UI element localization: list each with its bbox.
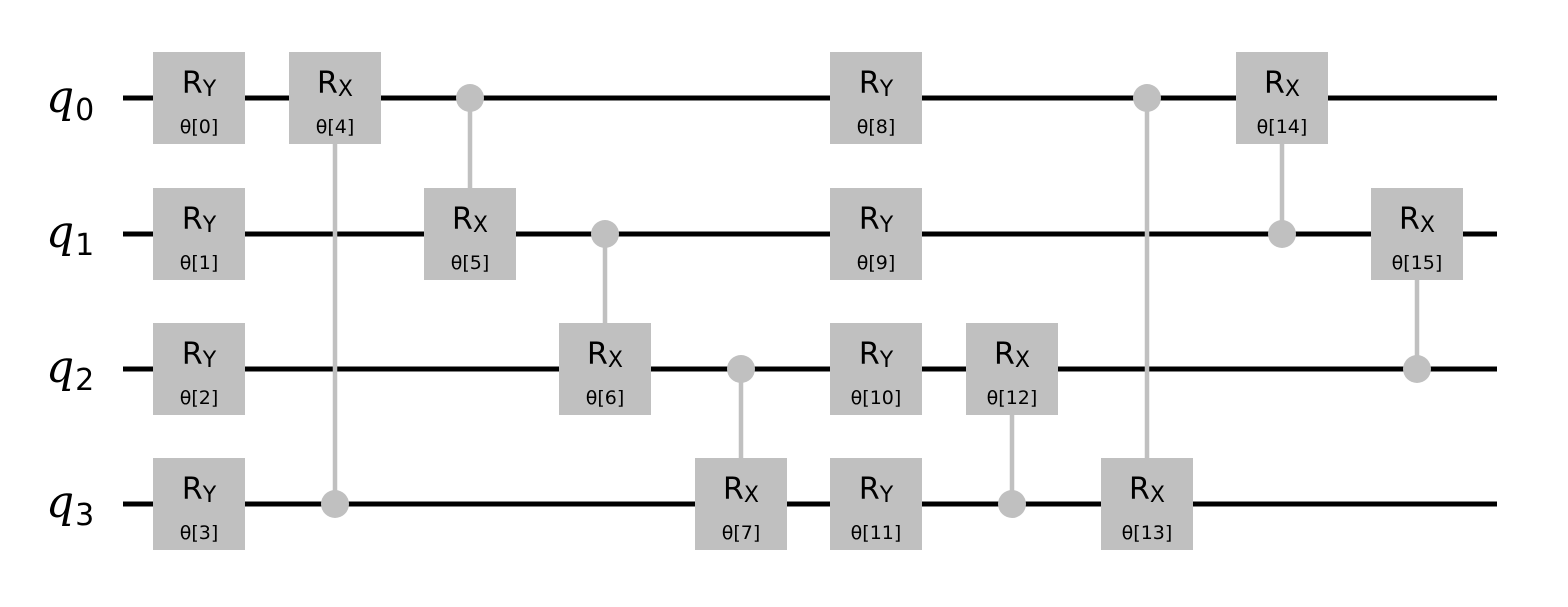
gate-rx-12: RX θ[12] xyxy=(966,323,1058,415)
gate-ry-1-box xyxy=(153,188,245,280)
gate-rx-12-label: RX xyxy=(994,337,1030,373)
gate-ry-9-box xyxy=(830,188,922,280)
gate-ry-3-param: θ[3] xyxy=(180,522,219,544)
gate-rx-12-param: θ[12] xyxy=(987,387,1038,409)
gate-ry-10-box xyxy=(830,323,922,415)
gate-ry-0-box xyxy=(153,52,245,144)
gate-ry-8-param: θ[8] xyxy=(857,116,896,138)
gate-ry-2-label: RY xyxy=(182,337,217,373)
gate-ry-8-box xyxy=(830,52,922,144)
gate-ry-8-label: RY xyxy=(859,66,894,102)
control-links xyxy=(332,98,1420,504)
gate-rx-5-label: RX xyxy=(452,202,488,238)
gate-rx-13-box xyxy=(1101,458,1193,550)
gate-rx-13-param: θ[13] xyxy=(1122,522,1173,544)
gate-ry-3-box xyxy=(153,458,245,550)
gate-ry-9-param: θ[9] xyxy=(857,252,896,274)
gate-rx-14-param: θ[14] xyxy=(1257,116,1308,138)
gate-ry-0-label: RY xyxy=(182,66,217,102)
gate-rx-6-box xyxy=(559,323,651,415)
gate-ry-0: RY θ[0] xyxy=(153,52,245,144)
gate-ry-9-label: RY xyxy=(859,202,894,238)
gate-rx-5-box xyxy=(424,188,516,280)
gate-ry-10-param: θ[10] xyxy=(851,387,902,409)
gate-rx-13: RX θ[13] xyxy=(1101,458,1193,550)
gate-rx-5-param: θ[5] xyxy=(451,252,490,274)
gate-ry-3: RY θ[3] xyxy=(153,458,245,550)
gate-rx-7: RX θ[7] xyxy=(695,458,787,550)
gate-rx-14: RX θ[14] xyxy=(1236,52,1328,144)
gate-ry-2-param: θ[2] xyxy=(180,387,219,409)
gate-rx-6-param: θ[6] xyxy=(586,387,625,409)
gate-ry-11-param: θ[11] xyxy=(851,522,902,544)
gate-ry-1-label: RY xyxy=(182,202,217,238)
gate-ry-8: RY θ[8] xyxy=(830,52,922,144)
gates: RY θ[0] RY θ[1] RY θ[2] RY θ[3] RX θ[4] RX θ[5] RX θ[… xyxy=(153,52,1463,550)
gate-rx-15-label: RX xyxy=(1399,202,1435,238)
gate-rx-4-param: θ[4] xyxy=(316,116,355,138)
qubit-labels: q0 q1 q2 q3 xyxy=(46,72,94,533)
qubit-label-q3: q3 xyxy=(46,477,94,533)
gate-rx-13-label: RX xyxy=(1129,472,1165,508)
control-dot-15 xyxy=(1403,355,1431,383)
gate-rx-14-label: RX xyxy=(1264,66,1300,102)
gate-rx-7-box xyxy=(695,458,787,550)
qubit-label-q1: q1 xyxy=(46,207,94,263)
gate-rx-4: RX θ[4] xyxy=(289,52,381,144)
gate-ry-2-box xyxy=(153,323,245,415)
gate-rx-4-box xyxy=(289,52,381,144)
control-dot-13 xyxy=(1133,84,1161,112)
control-dot-4 xyxy=(321,490,349,518)
gate-rx-6: RX θ[6] xyxy=(559,323,651,415)
qubit-label-q2: q2 xyxy=(46,342,94,398)
gate-rx-15-box xyxy=(1371,188,1463,280)
gate-ry-3-label: RY xyxy=(182,472,217,508)
gate-rx-5: RX θ[5] xyxy=(424,188,516,280)
control-dot-14 xyxy=(1268,220,1296,248)
control-dot-5 xyxy=(456,84,484,112)
control-dot-12 xyxy=(998,490,1026,518)
qubit-label-q0: q0 xyxy=(46,72,94,128)
gate-rx-7-param: θ[7] xyxy=(722,522,761,544)
gate-rx-15-param: θ[15] xyxy=(1392,252,1443,274)
gate-rx-6-label: RX xyxy=(587,337,623,373)
gate-ry-11: RY θ[11] xyxy=(830,458,922,550)
gate-ry-10-label: RY xyxy=(859,337,894,373)
gate-ry-11-label: RY xyxy=(859,472,894,508)
gate-ry-0-param: θ[0] xyxy=(180,116,219,138)
gate-rx-14-box xyxy=(1236,52,1328,144)
gate-ry-1: RY θ[1] xyxy=(153,188,245,280)
control-dot-6 xyxy=(591,220,619,248)
gate-ry-10: RY θ[10] xyxy=(830,323,922,415)
gate-rx-15: RX θ[15] xyxy=(1371,188,1463,280)
gate-rx-12-box xyxy=(966,323,1058,415)
control-dot-7 xyxy=(727,355,755,383)
gate-rx-4-label: RX xyxy=(317,66,353,102)
gate-rx-7-label: RX xyxy=(723,472,759,508)
qubit-wires xyxy=(123,95,1497,507)
gate-ry-11-box xyxy=(830,458,922,550)
gate-ry-9: RY θ[9] xyxy=(830,188,922,280)
gate-ry-2: RY θ[2] xyxy=(153,323,245,415)
gate-ry-1-param: θ[1] xyxy=(180,252,219,274)
